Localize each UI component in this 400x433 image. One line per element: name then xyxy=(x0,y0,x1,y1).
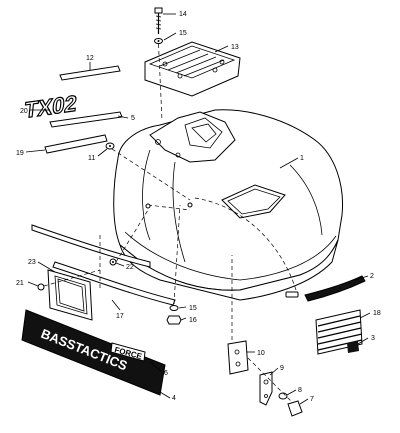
top-washer xyxy=(154,38,163,44)
top-bolt xyxy=(154,7,163,34)
rear-handle-plate xyxy=(144,41,241,97)
callout-12: 12 xyxy=(86,55,94,62)
latch-bracket xyxy=(227,340,249,375)
callout-4: 4 xyxy=(172,395,176,402)
callout-22: 22 xyxy=(126,264,134,271)
callout-3: 3 xyxy=(371,335,375,342)
callout-5: 5 xyxy=(131,115,135,122)
callout-15-top: 15 xyxy=(179,30,187,37)
latch-hook xyxy=(259,371,273,406)
callout-labels: 14 15 13 12 20 5 19 11 1 2 22 23 21 17 1… xyxy=(16,11,381,403)
screw-21 xyxy=(37,283,45,291)
side-trim-2 xyxy=(304,275,366,302)
callout-10: 10 xyxy=(257,350,265,357)
nameplate-frame xyxy=(47,269,93,321)
callout-14: 14 xyxy=(179,11,187,18)
callout-9: 9 xyxy=(280,365,284,372)
washer-11 xyxy=(105,142,115,150)
callout-23: 23 xyxy=(28,259,36,266)
leader-lines xyxy=(25,13,371,405)
callout-1: 1 xyxy=(300,155,304,162)
callout-13: 13 xyxy=(231,44,239,51)
assembly-lines xyxy=(43,43,297,403)
side-trim-upper xyxy=(31,224,151,268)
screw-22 xyxy=(109,258,117,266)
trim-strip-17 xyxy=(52,261,176,306)
decal-stripe-12 xyxy=(59,65,121,81)
callout-11: 11 xyxy=(88,155,95,162)
tx02-decal: TX02 xyxy=(23,90,79,124)
decal-stripe-19 xyxy=(44,134,108,154)
callout-18: 18 xyxy=(373,310,381,317)
screw-7 xyxy=(287,400,303,417)
callout-19: 19 xyxy=(16,150,24,157)
callout-8: 8 xyxy=(298,387,302,394)
callout-17: 17 xyxy=(116,313,124,320)
callout-15-bottom: 15 xyxy=(189,305,197,312)
svg-text:TX02: TX02 xyxy=(23,90,78,123)
lower-nut xyxy=(166,315,182,325)
callout-20: 20 xyxy=(20,108,28,115)
callout-16: 16 xyxy=(189,317,197,324)
lower-washer xyxy=(169,305,179,311)
washer-8 xyxy=(278,392,288,400)
callout-6: 6 xyxy=(164,370,168,377)
small-decal-3 xyxy=(347,341,359,353)
callout-21: 21 xyxy=(16,280,24,287)
callout-2: 2 xyxy=(370,273,374,280)
callout-7: 7 xyxy=(310,396,314,403)
engine-cover xyxy=(113,109,344,301)
